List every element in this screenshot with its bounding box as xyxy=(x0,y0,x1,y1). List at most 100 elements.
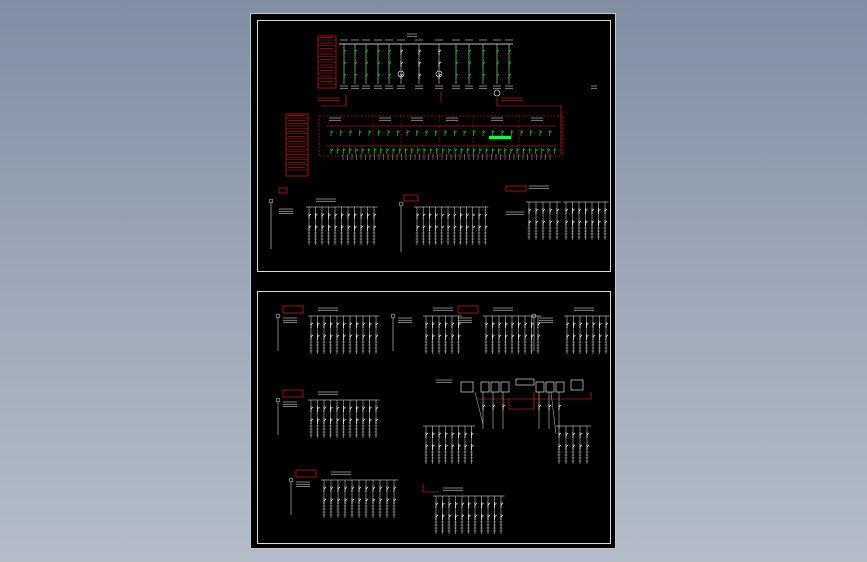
breaker-icon xyxy=(591,220,595,226)
breaker-icon xyxy=(400,61,404,67)
breaker-icon xyxy=(468,73,472,79)
breaker-icon xyxy=(496,49,500,55)
breaker-icon xyxy=(365,49,369,55)
meter-icon xyxy=(398,201,404,207)
breaker-icon xyxy=(386,486,390,492)
breaker-icon xyxy=(460,225,463,231)
breaker-icon xyxy=(328,225,331,231)
breaker-icon xyxy=(442,148,445,154)
breaker-icon xyxy=(566,334,570,340)
breaker-icon xyxy=(429,225,432,231)
breaker-icon xyxy=(367,213,370,219)
breaker-icon xyxy=(458,334,461,340)
breaker-icon xyxy=(369,418,372,424)
breaker-icon xyxy=(435,514,439,520)
breaker-icon xyxy=(572,220,575,226)
breaker-icon xyxy=(317,406,320,412)
breaker-icon xyxy=(336,148,340,154)
breaker-icon xyxy=(511,334,515,340)
breaker-icon xyxy=(336,322,340,328)
breaker-icon xyxy=(572,444,576,450)
breaker-icon xyxy=(463,130,467,136)
breaker-icon xyxy=(349,130,353,136)
breaker-icon xyxy=(466,225,469,231)
breaker-icon xyxy=(482,49,486,55)
breaker-icon xyxy=(351,486,355,492)
breaker-icon xyxy=(579,444,583,450)
breaker-icon xyxy=(501,130,505,136)
breaker-icon xyxy=(558,444,562,450)
breaker-icon xyxy=(485,148,489,154)
breaker-icon xyxy=(416,225,420,231)
breaker-icon xyxy=(372,486,376,492)
breaker-icon xyxy=(375,418,379,424)
breaker-icon xyxy=(321,225,325,231)
breaker-icon xyxy=(524,322,528,328)
breaker-icon xyxy=(484,225,488,231)
breaker-icon xyxy=(487,502,491,508)
breaker-icon xyxy=(510,148,514,154)
breaker-icon xyxy=(479,148,483,154)
breaker-icon xyxy=(482,73,486,79)
breaker-icon xyxy=(369,322,372,328)
breaker-icon xyxy=(502,404,506,410)
breaker-icon xyxy=(466,213,469,219)
breaker-icon xyxy=(386,498,390,504)
meter-icon xyxy=(288,477,294,483)
breaker-icon xyxy=(388,61,392,67)
breaker-icon xyxy=(604,220,608,226)
breaker-icon xyxy=(330,322,333,328)
breaker-icon xyxy=(361,148,365,154)
breaker-icon xyxy=(445,334,448,340)
breaker-icon xyxy=(435,213,438,219)
breaker-icon xyxy=(473,130,476,136)
breaker-icon xyxy=(537,334,541,340)
breaker-icon xyxy=(535,208,539,214)
breaker-icon xyxy=(585,220,588,226)
breaker-icon xyxy=(441,225,445,231)
breaker-icon xyxy=(528,208,532,214)
breaker-icon xyxy=(484,213,488,219)
breaker-icon xyxy=(496,73,500,79)
breaker-icon xyxy=(494,502,497,508)
breaker-icon xyxy=(356,322,359,328)
breaker-icon xyxy=(406,130,410,136)
breaker-icon xyxy=(438,49,442,55)
breaker-icon xyxy=(473,148,476,154)
breaker-icon xyxy=(572,208,575,214)
breaker-icon xyxy=(605,334,609,340)
breaker-icon xyxy=(511,322,515,328)
breaker-icon xyxy=(455,49,459,55)
breaker-icon xyxy=(528,220,532,226)
breaker-icon xyxy=(367,225,370,231)
breaker-icon xyxy=(438,61,442,67)
breaker-icon xyxy=(377,73,381,79)
breaker-icon xyxy=(445,322,448,328)
breaker-icon xyxy=(458,432,461,438)
drawing-frame-bottom xyxy=(257,291,611,544)
breaker-icon xyxy=(455,73,459,79)
breaker-icon xyxy=(422,225,426,231)
breaker-icon xyxy=(360,225,364,231)
breaker-icon xyxy=(442,502,445,508)
breaker-icon xyxy=(455,61,459,67)
breaker-icon xyxy=(547,148,551,154)
breaker-icon xyxy=(351,498,355,504)
breaker-icon xyxy=(349,406,353,412)
breaker-icon xyxy=(317,334,320,340)
breaker-icon xyxy=(344,498,348,504)
breaker-icon xyxy=(468,49,472,55)
breaker-icon xyxy=(354,73,358,79)
breaker-icon xyxy=(368,130,372,136)
breaker-icon xyxy=(598,208,601,214)
breaker-icon xyxy=(362,406,366,412)
breaker-icon xyxy=(365,486,369,492)
breaker-icon xyxy=(478,213,482,219)
breaker-icon xyxy=(553,148,557,154)
breaker-icon xyxy=(405,148,408,154)
breaker-icon xyxy=(425,130,429,136)
breaker-icon xyxy=(460,213,463,219)
breaker-icon xyxy=(336,418,340,424)
breaker-icon xyxy=(330,418,333,424)
